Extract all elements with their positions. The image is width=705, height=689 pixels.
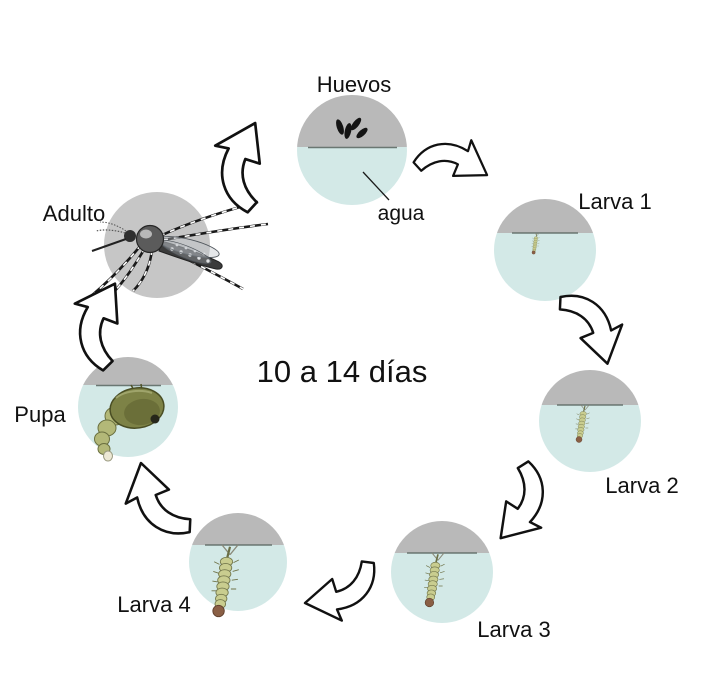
stage-circle-larva-3: [391, 521, 493, 623]
air-region: [391, 521, 493, 553]
stage-label-adulto: Adulto: [42, 201, 106, 226]
stage-circle-larva-2: [539, 370, 641, 472]
stage-circle-larva-1: [494, 199, 596, 301]
water-region: [78, 385, 178, 457]
air-region: [297, 95, 407, 147]
arrow-larva2-to-larva3: [472, 458, 568, 554]
water-region: [189, 545, 287, 611]
stage-label-pupa: Pupa: [14, 402, 66, 427]
duration-label: 10 a 14 días: [256, 354, 428, 389]
air-region: [539, 370, 641, 405]
stage-label-larva-2: Larva 2: [605, 473, 679, 498]
stage-label-larva-4: Larva 4: [117, 592, 191, 617]
arrow-huevos-to-larva1: [411, 119, 499, 207]
stage-label-huevos: Huevos: [316, 72, 392, 97]
stage-circle-larva-4: [189, 513, 287, 611]
arrow-larva3-to-larva4: [303, 560, 376, 622]
water-region: [539, 405, 641, 472]
water-region: [391, 553, 493, 623]
arrow-larva1-to-larva2: [557, 290, 627, 369]
stage-circle-adulto: [104, 192, 210, 298]
arrow-adulto-to-huevos: [192, 110, 295, 216]
agua-label: agua: [377, 202, 425, 225]
stage-circle-huevos: [297, 95, 407, 205]
water-region: [297, 147, 407, 205]
air-region: [189, 513, 287, 545]
stage-label-larva-1: Larva 1: [578, 189, 652, 214]
water-region: [494, 233, 596, 301]
air-region: [78, 357, 178, 385]
stage-label-larva-3: Larva 3: [477, 617, 551, 642]
stage-circle-pupa: [78, 357, 178, 457]
arrow-larva4-to-pupa: [121, 457, 193, 540]
